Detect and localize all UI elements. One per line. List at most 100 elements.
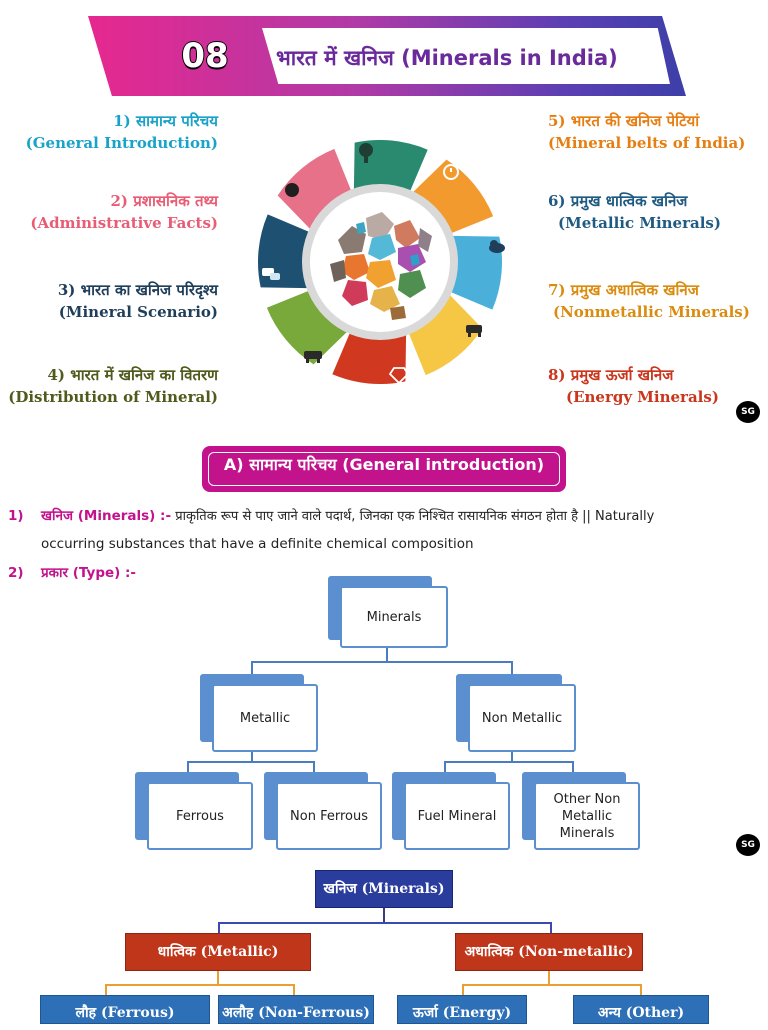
topic-4: 4) भारत में खनिज का वितरण (Distribution … [4, 364, 218, 408]
chapter-number: 08 [181, 36, 229, 76]
connector [218, 922, 220, 934]
topic-6-english: (Metallic Minerals) [558, 214, 721, 232]
banner-title-panel [262, 28, 670, 84]
chapter-title: भारत में खनिज (Minerals in India) [276, 46, 618, 70]
connector [462, 984, 464, 996]
node-ferrous-label: Ferrous [147, 782, 253, 850]
node2-minerals: खनिज (Minerals) [315, 870, 453, 908]
topic-1-english: (General Introduction) [25, 134, 218, 152]
topic-1-hindi: 1) सामान्य परिचय [113, 112, 218, 130]
wheel-segment [444, 235, 502, 310]
tree-icon [359, 143, 373, 163]
connector [218, 922, 552, 924]
topic-5-english: (Mineral belts of India) [548, 134, 746, 152]
node-minerals-label: Minerals [340, 586, 448, 648]
connector [187, 761, 315, 763]
wheel-segment [277, 148, 354, 235]
section-a-heading-text: A) सामान्य परिचय (General introduction) [208, 452, 560, 486]
node-other-non-metallic: Other Non Metallic Minerals [522, 772, 640, 850]
node-fuel-mineral-label: Fuel Mineral [404, 782, 510, 850]
topic-2: 2) प्रशासनिक तथ्य (Administrative Facts) [20, 190, 218, 234]
topic-8-english: (Energy Minerals) [566, 388, 719, 406]
topic-2-hindi: 2) प्रशासनिक तथ्य [110, 192, 218, 210]
topic-6-hindi: 6) प्रमुख धात्विक खनिज [548, 192, 688, 210]
connector [640, 984, 642, 996]
minerals-wheel [258, 140, 505, 385]
topic-5: 5) भारत की खनिज पेटियां (Mineral belts o… [548, 110, 758, 154]
topic-3-hindi: 3) भारत का खनिज परिदृश्य [57, 281, 218, 299]
wheel-segment [332, 326, 407, 384]
connector [444, 761, 446, 773]
connector [383, 908, 385, 924]
point-1-term: खनिज (Minerals) :- [41, 508, 172, 524]
cloud-icon [489, 240, 505, 253]
connector [293, 984, 295, 996]
node-non-metallic: Non Metallic [456, 674, 576, 752]
connector [572, 761, 574, 773]
connector [550, 922, 552, 934]
minerals-pile-image [330, 212, 432, 320]
topic-5-hindi: 5) भारत की खनिज पेटियां [548, 112, 700, 130]
node2-metallic: धात्विक (Metallic) [125, 933, 311, 971]
node-fuel-mineral: Fuel Mineral [392, 772, 510, 850]
connector [444, 761, 574, 763]
cow-icon [466, 325, 482, 337]
point-2-number: 2) [8, 565, 24, 581]
point-1-continued: occurring substances that have a definit… [41, 536, 474, 552]
bull-icon [304, 351, 322, 363]
wheel-segment [266, 288, 353, 365]
wheel-segment [407, 159, 494, 236]
point-2: 2) प्रकार (Type) :- [8, 559, 308, 587]
topic-3: 3) भारत का खनिज परिदृश्य (Mineral Scenar… [10, 279, 218, 323]
connector [105, 984, 295, 986]
topic-7: 7) प्रमुख अधात्विक खनिज (Nonmetallic Min… [548, 279, 762, 323]
connector [313, 761, 315, 773]
topic-7-english: (Nonmetallic Minerals) [553, 303, 750, 321]
topic-4-hindi: 4) भारत में खनिज का वितरण [47, 366, 218, 384]
node2-non-ferrous: अलौह (Non-Ferrous) [218, 995, 374, 1024]
topic-8-hindi: 8) प्रमुख ऊर्जा खनिज [548, 366, 674, 384]
topic-1: 1) सामान्य परिचय (General Introduction) [20, 110, 218, 154]
node-non-metallic-label: Non Metallic [468, 684, 576, 752]
point-1: 1) खनिज (Minerals) :- प्राकृतिक रूप से पा… [8, 502, 758, 531]
connector [251, 661, 513, 663]
alarm-icon [443, 164, 459, 180]
connector [548, 971, 550, 985]
wheel-segments [258, 140, 502, 384]
node2-energy: ऊर्जा (Energy) [397, 995, 527, 1024]
sg-watermark-2: SG [736, 834, 760, 856]
wheel-icons [262, 143, 505, 385]
connector [251, 748, 253, 762]
section-a-heading: A) सामान्य परिचय (General introduction) [202, 446, 566, 492]
wheel-segment [353, 140, 428, 198]
topic-4-english: (Distribution of Mineral) [8, 388, 218, 406]
node-minerals: Minerals [328, 576, 448, 648]
connector [251, 661, 253, 675]
topic-6: 6) प्रमुख धात्विक खनिज (Metallic Mineral… [548, 190, 758, 234]
node2-ferrous: लौह (Ferrous) [40, 995, 210, 1024]
connector [511, 661, 513, 675]
diamond-icon [388, 367, 410, 385]
topic-7-hindi: 7) प्रमुख अधात्विक खनिज [548, 281, 699, 299]
wheel-segment [406, 289, 483, 376]
node-metallic: Metallic [200, 674, 318, 752]
sg-watermark-1: SG [736, 401, 760, 423]
topic-3-english: (Mineral Scenario) [58, 303, 218, 321]
node-non-ferrous-label: Non Ferrous [276, 782, 382, 850]
head-icon [285, 183, 299, 197]
point-2-term: प्रकार (Type) :- [41, 565, 137, 581]
connector [217, 971, 219, 985]
connector [105, 984, 107, 996]
point-1-number: 1) [8, 508, 24, 524]
point-1-text: प्राकृतिक रूप से पाए जाने वाले पदार्थ, ज… [171, 509, 655, 524]
node2-other: अन्य (Other) [573, 995, 709, 1024]
chat-icon [262, 268, 280, 280]
connector [462, 984, 642, 986]
connector [511, 748, 513, 762]
connector [187, 761, 189, 773]
node2-non-metallic: अधात्विक (Non-metallic) [455, 933, 643, 971]
node-other-non-metallic-label: Other Non Metallic Minerals [534, 782, 640, 850]
topic-2-english: (Administrative Facts) [30, 214, 218, 232]
node-metallic-label: Metallic [212, 684, 318, 752]
node-ferrous: Ferrous [135, 772, 253, 850]
